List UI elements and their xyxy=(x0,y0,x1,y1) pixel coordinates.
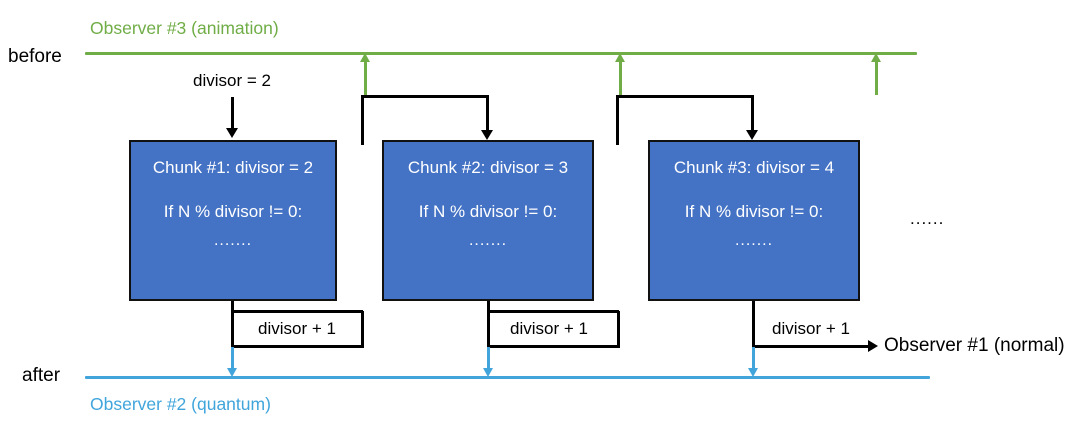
exit-connector-2-horizontal xyxy=(487,345,619,348)
exit-connector-3-horizontal xyxy=(752,345,870,348)
chunk-1-dots: ....... xyxy=(213,232,253,249)
exit-connector-2-top-rail xyxy=(487,310,619,313)
chunk-3-dots: ....... xyxy=(734,232,774,249)
green-arrow-1-head-icon xyxy=(360,53,370,62)
green-arrow-2-shaft xyxy=(619,60,622,95)
after-timeline-blue xyxy=(85,376,930,379)
top-connector-2-right-drop xyxy=(751,95,754,133)
exit-label-2: divisor + 1 xyxy=(510,319,588,338)
entry-divisor-label: divisor = 2 xyxy=(193,71,271,90)
exit-label-1: divisor + 1 xyxy=(258,319,336,338)
blue-arrow-1-shaft xyxy=(231,347,234,370)
blue-arrow-2-shaft xyxy=(487,347,490,370)
top-connector-1-right-drop xyxy=(486,95,489,133)
exit-connector-1-drop xyxy=(231,301,234,348)
exit-connector-3-drop xyxy=(752,301,755,348)
chunk-2-title: Chunk #2: divisor = 3 xyxy=(407,158,569,177)
entry-arrow-head-icon xyxy=(226,128,238,138)
exit-connector-2-drop xyxy=(487,301,490,348)
exit-connector-1-top-rail xyxy=(231,310,363,313)
chunk-1-title: Chunk #1: divisor = 2 xyxy=(152,158,314,177)
chunk-2-body: If N % divisor != 0: xyxy=(418,202,558,221)
before-label: before xyxy=(8,46,62,67)
chunk-1-body: If N % divisor != 0: xyxy=(163,202,303,221)
green-arrow-2-head-icon xyxy=(615,53,625,62)
exit-label-3: divisor + 1 xyxy=(772,319,850,338)
top-connector-1-horizontal xyxy=(361,95,489,98)
before-timeline-green xyxy=(85,52,917,55)
after-label: after xyxy=(22,365,61,386)
top-connector-2-horizontal xyxy=(616,95,754,98)
observer-1-arrow-head-icon xyxy=(868,340,878,352)
top-connector-2-arrow-head-icon xyxy=(746,130,758,140)
observer-1-label: Observer #1 (normal) xyxy=(884,335,1065,356)
chunk-box-1: Chunk #1: divisor = 2 If N % divisor != … xyxy=(129,140,337,301)
chunk-3-body: If N % divisor != 0: xyxy=(684,202,824,221)
blue-arrow-1-head-icon xyxy=(227,368,237,377)
green-arrow-3-shaft xyxy=(875,60,878,95)
continuation-ellipsis: ...... xyxy=(910,209,945,228)
exit-connector-1-riser xyxy=(361,311,364,348)
exit-connector-1-horizontal xyxy=(231,345,363,348)
chunk-3-title: Chunk #3: divisor = 4 xyxy=(673,158,835,177)
green-arrow-3-head-icon xyxy=(871,53,881,62)
green-arrow-1-shaft xyxy=(364,60,367,95)
top-connector-1-left-riser xyxy=(361,95,364,145)
blue-arrow-2-head-icon xyxy=(483,368,493,377)
observer-2-label: Observer #2 (quantum) xyxy=(90,394,271,414)
top-connector-1-arrow-head-icon xyxy=(481,130,493,140)
top-connector-2-left-riser xyxy=(616,95,619,145)
chunk-2-dots: ....... xyxy=(468,232,508,249)
chunk-box-3: Chunk #3: divisor = 4 If N % divisor != … xyxy=(648,140,860,301)
chunk-box-2: Chunk #2: divisor = 3 If N % divisor != … xyxy=(382,140,594,301)
entry-arrow-shaft xyxy=(231,97,234,131)
observer-3-label: Observer #3 (animation) xyxy=(90,18,279,38)
exit-connector-2-riser xyxy=(617,311,620,348)
blue-arrow-3-shaft xyxy=(752,347,755,370)
blue-arrow-3-head-icon xyxy=(748,368,758,377)
